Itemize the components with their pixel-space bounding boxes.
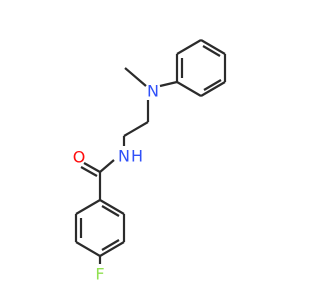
bond-ring-b6-b1 bbox=[99, 199, 125, 215]
bond-ring-b4-b5 bbox=[99, 241, 125, 257]
bond-ring-b-inner-3 bbox=[101, 205, 120, 217]
bond-ring-a5-a6 bbox=[200, 39, 226, 55]
phenyl-ring bbox=[175, 39, 227, 97]
bond-nh-carbonyl bbox=[99, 159, 115, 173]
bond-ring-a6-a1 bbox=[176, 39, 202, 55]
amine-nitrogen-label: N bbox=[147, 82, 159, 101]
amide-nitrogen-label: N bbox=[118, 147, 130, 166]
bond-ring-a3-a4 bbox=[200, 81, 226, 97]
amide-nh-label: N H bbox=[118, 147, 143, 166]
amide-hydrogen-label: H bbox=[131, 147, 143, 166]
bond-ring-a-inner-3 bbox=[202, 45, 221, 57]
bond-carbonyl-double-1 bbox=[83, 162, 101, 173]
bond-ring-b1-b2 bbox=[75, 199, 101, 215]
bond-ring-b-inner-2 bbox=[101, 239, 120, 251]
bond-ring-b3-b4 bbox=[75, 241, 101, 257]
oxygen-atom-label: O bbox=[73, 148, 86, 167]
bond-ring-a-inner-2 bbox=[203, 79, 222, 91]
fluorine-atom-label: F bbox=[95, 265, 104, 284]
bond-ch2-ch2 bbox=[123, 121, 149, 137]
bond-n-methyl bbox=[124, 67, 147, 87]
bond-n-phenyl bbox=[159, 80, 178, 88]
fluorophenyl-ring bbox=[74, 199, 126, 257]
bond-carbonyl-double-2 bbox=[80, 166, 98, 177]
bond-ring-a2-a3 bbox=[176, 81, 202, 97]
molecule-structure-diagram: O N H N F bbox=[73, 39, 227, 284]
